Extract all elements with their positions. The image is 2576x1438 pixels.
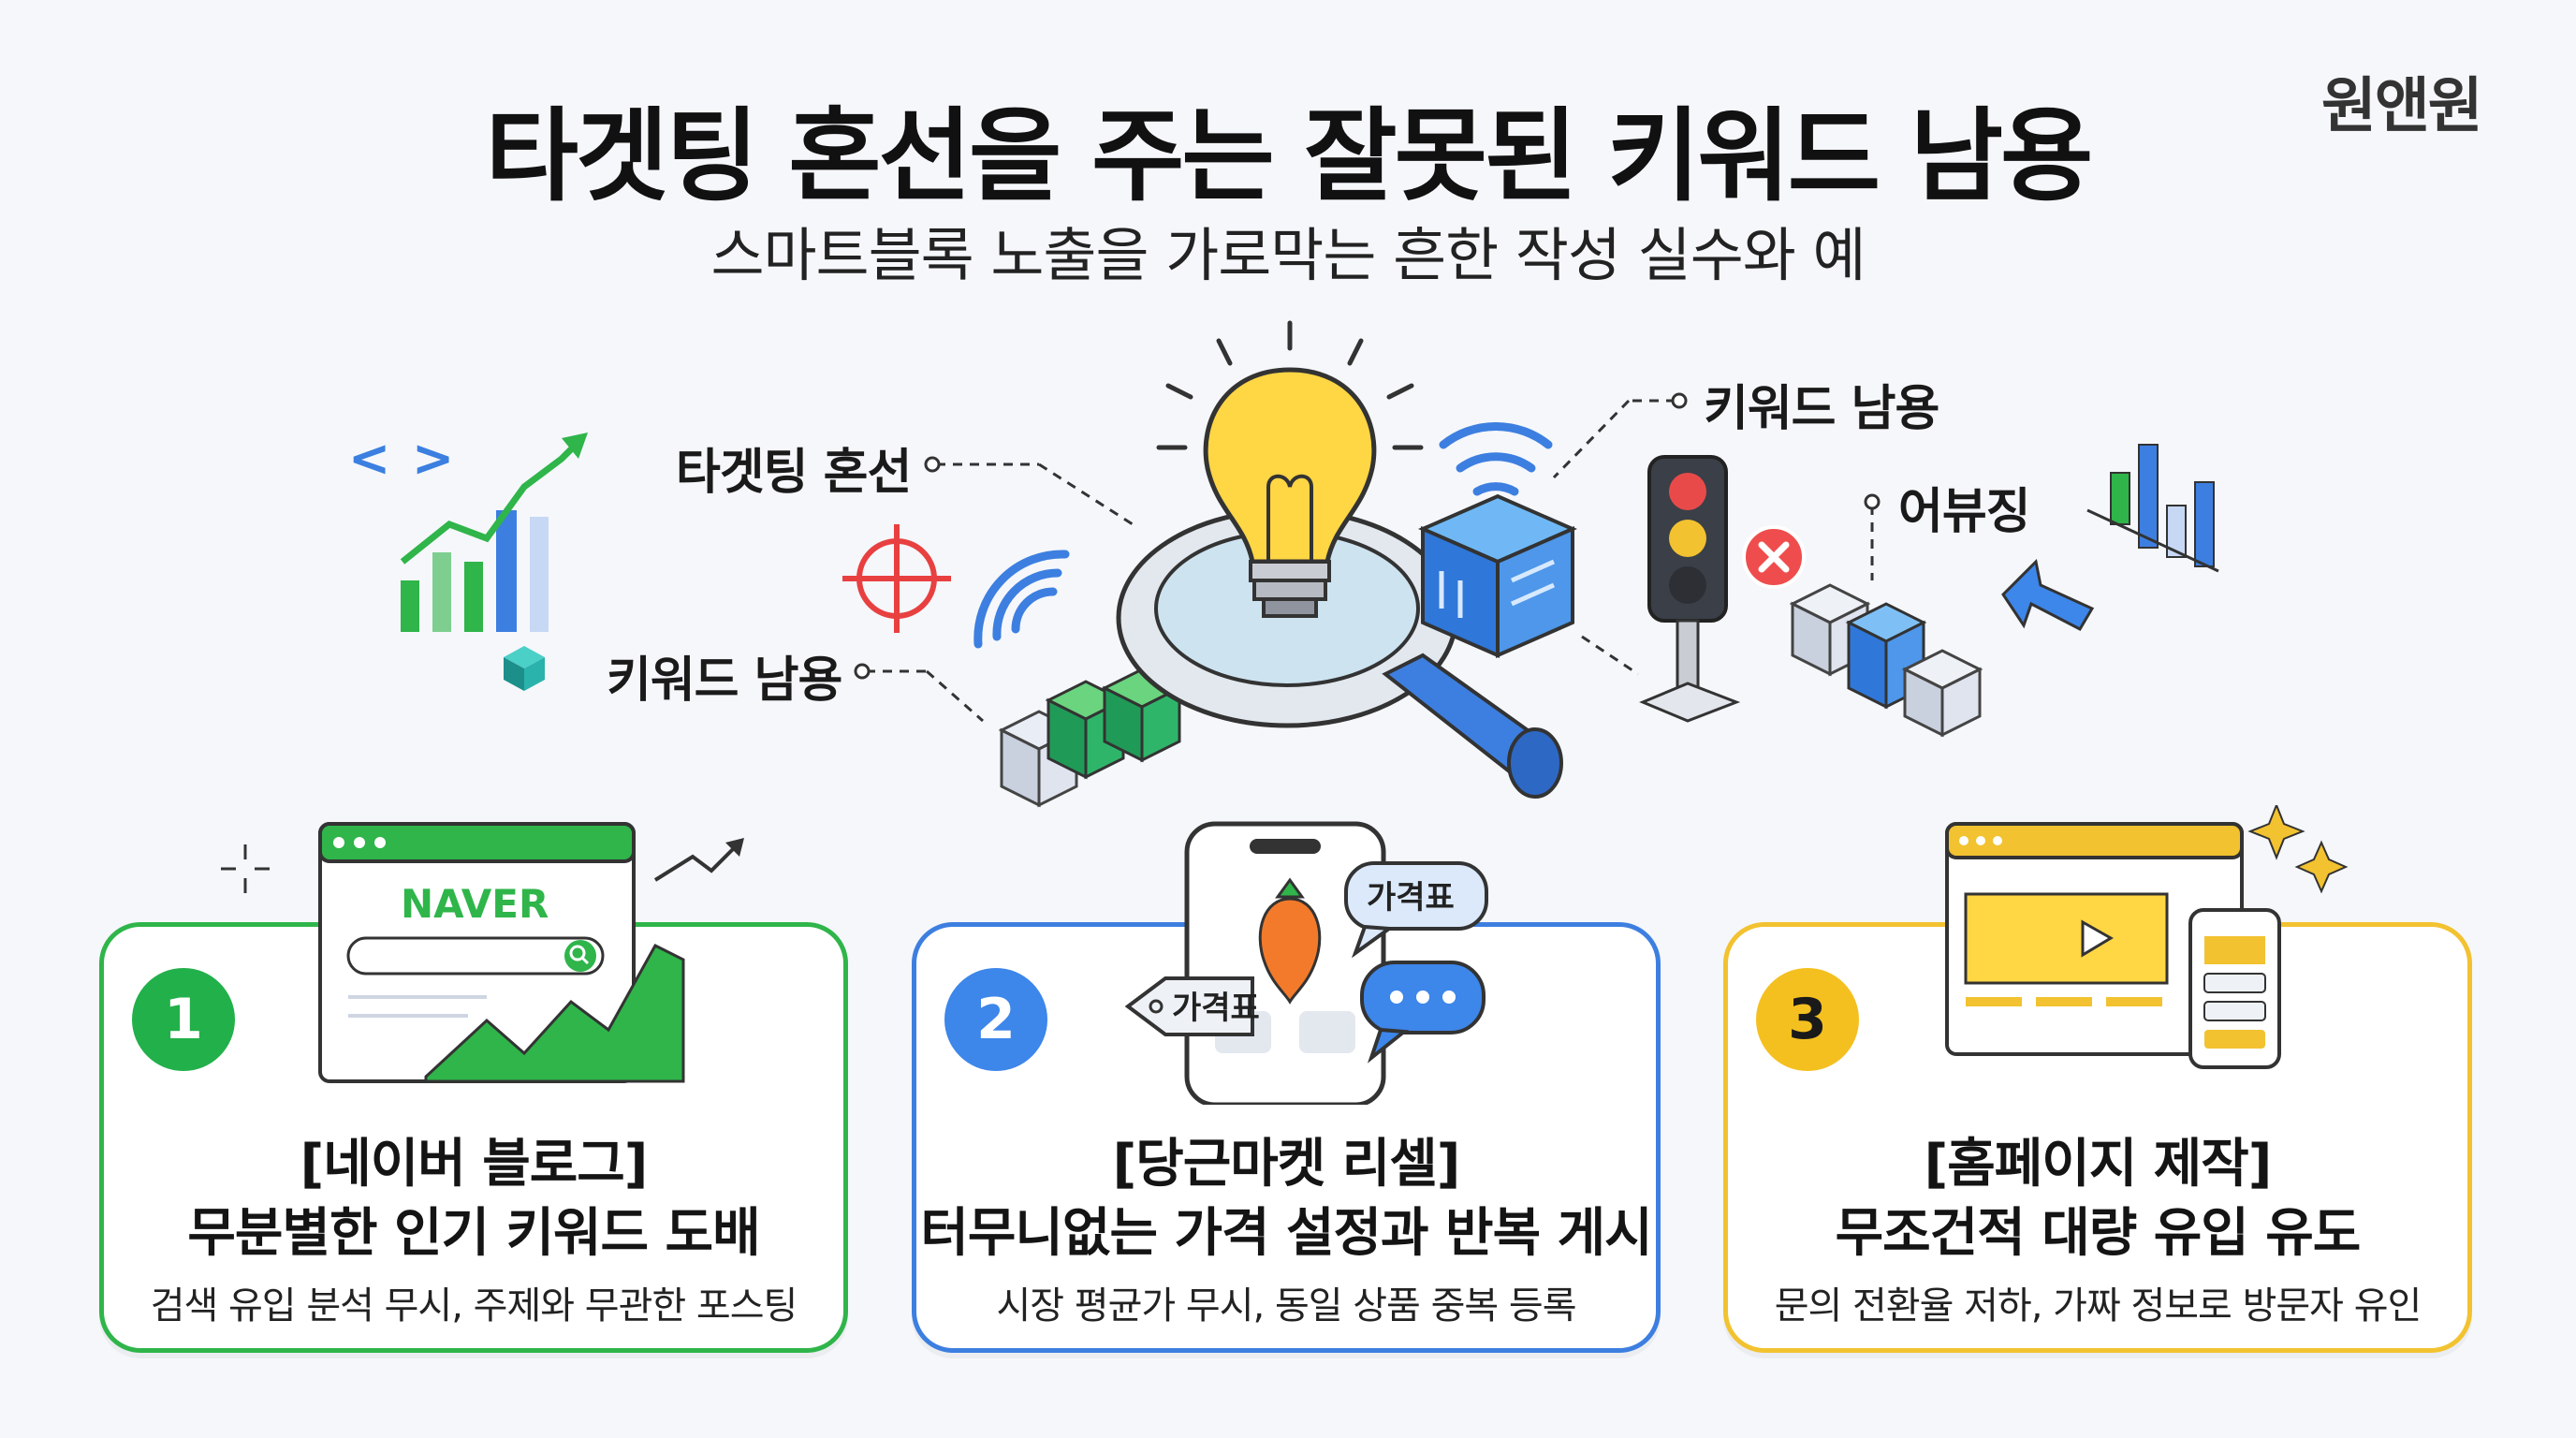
crosshair-icon [842,524,951,633]
naver-browser-icon: NAVER [221,822,744,1083]
page-subtitle: 스마트블록 노출을 가로막는 흔한 작성 실수와 예 [710,221,1866,289]
card-illustrations: NAVER 가격표 가격표 [221,805,2349,1105]
card-homepage-build: 3 [홈페이지 제작] 무조건적 대량 유입 유도 문의 전환율 저하, 가짜 … [1723,922,2472,1353]
card-description: 시장 평균가 무시, 동일 상품 중복 등록 [996,1284,1576,1328]
web-builder-icon [1945,805,2349,1069]
card-number-badge: 2 [944,968,1047,1071]
card-description: 검색 유입 분석 무시, 주제와 무관한 포스팅 [150,1284,798,1328]
naver-logo-text: NAVER [401,881,549,927]
central-illustration: < > [348,320,2219,808]
wifi-icon-left [973,550,1070,649]
card-tag: [네이버 블로그] [300,1134,649,1195]
card-headline: 터무니없는 가격 설정과 반복 게시 [920,1203,1652,1264]
building-cube-icon [1418,421,1577,659]
bar-chart-icon [2086,444,2219,573]
price-tag-left-text: 가격표 [1172,990,1260,1027]
svg-text:>: > [412,429,454,488]
price-tag-bubble-text: 가격표 [1367,879,1455,917]
card-tag: [홈페이지 제작] [1924,1134,2273,1195]
callout-targeting-confusion: 타겟팅 혼선 [676,445,912,501]
arrow-icon [2001,558,2095,631]
callout-keyword-abuse-right: 키워드 남용 [1704,381,1939,437]
phone-icon: 가격표 가격표 [1124,821,1488,1105]
card-number-badge: 3 [1756,968,1859,1071]
cube-stack-left [998,668,1183,808]
cube-stack-right [1789,583,1983,738]
light-bulb-icon [1156,320,1424,618]
card-tag: [당근마켓 리셀] [1112,1134,1461,1195]
traffic-light-icon [1639,455,1806,723]
callout-keyword-abuse-left: 키워드 남용 [607,653,842,709]
card-number-badge: 1 [132,968,235,1071]
brand-logo: 원앤원 [2321,72,2483,141]
small-cube-icon [504,646,545,691]
card-naver-blog: 1 [네이버 블로그] 무분별한 인기 키워드 도배 검색 유입 분석 무시, … [99,922,848,1353]
card-headline: 무조건적 대량 유입 유도 [1835,1203,2362,1264]
page-title: 타겟팅 혼선을 주는 잘못된 키워드 남용 [485,98,2094,215]
card-headline: 무분별한 인기 키워드 도배 [187,1203,760,1264]
callout-abusing: 어뷰징 [1898,484,2031,540]
svg-text:<: < [348,429,390,488]
growth-chart-icon: < > [348,429,588,632]
card-description: 문의 전환율 저하, 가짜 정보로 방문자 유인 [1774,1284,2422,1328]
